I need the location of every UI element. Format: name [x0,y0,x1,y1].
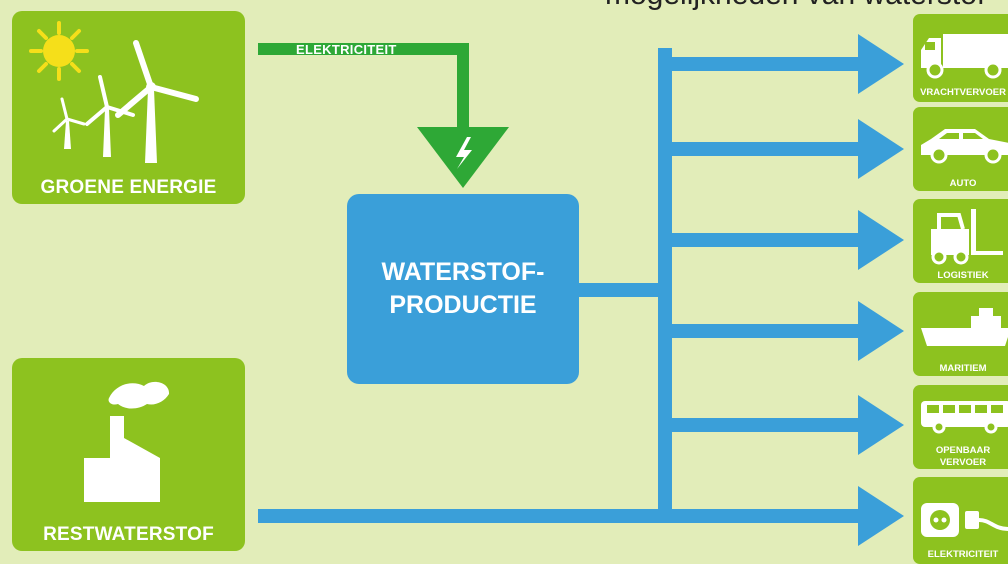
use-truck-label: VRACHTVERVOER [920,87,1006,98]
arrow-to-maritime [665,324,865,338]
arrowhead-truck [858,34,904,94]
use-car-box: AUTO [913,107,1008,191]
arrow-to-bus [665,418,865,432]
arrowhead-maritime [858,301,904,361]
factory-icon [84,381,170,502]
electricity-arrow [258,43,509,188]
green-energy-illustration [29,21,199,163]
power-plug-icon [921,503,1008,537]
electricity-flow-label: ELEKTRICITEIT [296,42,397,57]
page-header: mogelijkheden van waterstof [605,0,985,12]
arrowhead-electricity [858,486,904,546]
use-maritime-box: MARITIEM [913,292,1008,376]
forklift-icon [931,209,1003,265]
use-bus-box: OPENBAAR VERVOER [913,385,1008,469]
arrow-restwaterstof [258,509,865,523]
use-bus-label-line2: VERVOER [939,457,987,468]
sun-icon [29,21,89,81]
arrow-to-truck [665,57,865,71]
production-label-line1: WATERSTOF- [381,258,545,286]
use-maritime-label: MARITIEM [939,363,987,374]
wind-turbine-icon [52,40,199,163]
hydrogen-distribution-arrows [258,34,904,546]
arrow-to-car [665,142,865,156]
use-logistics-label: LOGISTIEK [937,270,989,281]
use-bus-label-line1: OPENBAAR [935,445,991,456]
green-energy-box: GROENE ENERGIE [12,11,245,204]
car-icon [921,129,1008,164]
arrow-to-logistics [665,233,865,247]
bus-icon [921,401,1008,434]
truck-icon [921,34,1008,79]
restwaterstof-label: RESTWATERSTOF [43,524,214,545]
green-energy-label: GROENE ENERGIE [40,177,217,198]
arrowhead-bus [858,395,904,455]
restwaterstof-box: RESTWATERSTOF [12,358,245,551]
use-truck-box: VRACHTVERVOER [913,14,1008,102]
arrowhead-logistics [858,210,904,270]
use-electricity-box: ELEKTRICITEIT [913,477,1008,564]
ship-icon [921,308,1008,346]
hydrogen-production-box: WATERSTOF- PRODUCTIE [347,194,579,384]
arrowhead-car [858,119,904,179]
use-electricity-label: ELEKTRICITEIT [927,549,999,560]
use-car-label: AUTO [949,178,977,189]
lightning-icon [456,137,472,169]
production-label-line2: PRODUCTIE [389,291,537,319]
use-logistics-box: LOGISTIEK [913,199,1008,283]
